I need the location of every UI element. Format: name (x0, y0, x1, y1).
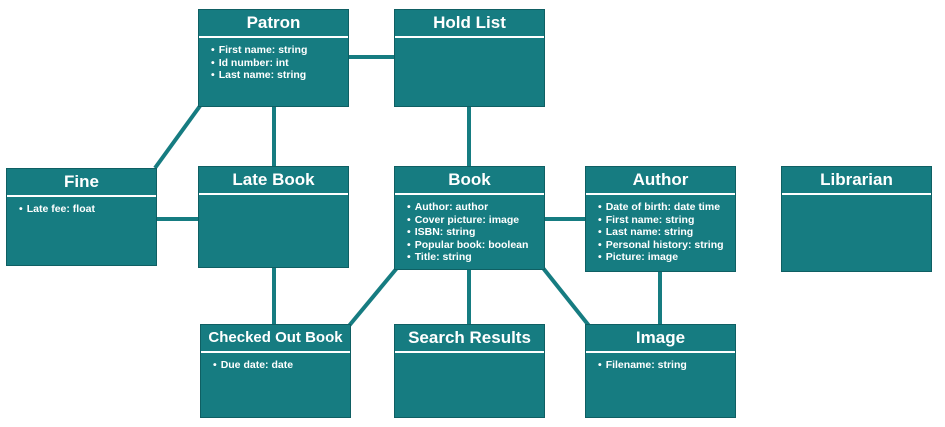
class-box-book[interactable]: Book Author: author Cover picture: image… (394, 166, 545, 270)
class-title: Book (395, 167, 544, 195)
class-title: Fine (7, 169, 156, 197)
class-title: Search Results (395, 325, 544, 353)
connector-book-checked-out (346, 266, 399, 329)
class-title: Checked Out Book (201, 325, 350, 353)
attribute-item: Due date: date (213, 359, 344, 372)
class-box-hold-list[interactable]: Hold List (394, 9, 545, 107)
class-title: Hold List (395, 10, 544, 38)
class-title: Image (586, 325, 735, 353)
attribute-item: First name: string (598, 214, 729, 227)
attribute-item: Filename: string (598, 359, 729, 372)
class-box-author[interactable]: Author Date of birth: date time First na… (585, 166, 736, 272)
class-box-librarian[interactable]: Librarian (781, 166, 932, 272)
attribute-item: ISBN: string (407, 226, 538, 239)
connector-book-image (541, 266, 592, 329)
attribute-list: First name: string Id number: int Last n… (199, 38, 348, 82)
class-box-image[interactable]: Image Filename: string (585, 324, 736, 418)
attribute-list: Filename: string (586, 353, 735, 372)
class-title: Librarian (782, 167, 931, 195)
attribute-list: Author: author Cover picture: image ISBN… (395, 195, 544, 264)
attribute-item: Author: author (407, 201, 538, 214)
attribute-item: Popular book: boolean (407, 239, 538, 252)
attribute-item: Personal history: string (598, 239, 729, 252)
class-box-fine[interactable]: Fine Late fee: float (6, 168, 157, 266)
attribute-list: Date of birth: date time First name: str… (586, 195, 735, 264)
attribute-list: Due date: date (201, 353, 350, 372)
class-title: Patron (199, 10, 348, 38)
attribute-item: First name: string (211, 44, 342, 57)
attribute-item: Id number: int (211, 57, 342, 70)
class-box-patron[interactable]: Patron First name: string Id number: int… (198, 9, 349, 107)
attribute-list: Late fee: float (7, 197, 156, 216)
attribute-item: Last name: string (211, 69, 342, 82)
attribute-item: Late fee: float (19, 203, 150, 216)
attribute-item: Cover picture: image (407, 214, 538, 227)
class-box-search-results[interactable]: Search Results (394, 324, 545, 418)
class-title: Author (586, 167, 735, 195)
class-title: Late Book (199, 167, 348, 195)
attribute-item: Title: string (407, 251, 538, 264)
class-box-late-book[interactable]: Late Book (198, 166, 349, 268)
attribute-item: Date of birth: date time (598, 201, 729, 214)
attribute-item: Last name: string (598, 226, 729, 239)
attribute-item: Picture: image (598, 251, 729, 264)
class-box-checked-out-book[interactable]: Checked Out Book Due date: date (200, 324, 351, 418)
connector-patron-fine (153, 104, 202, 170)
